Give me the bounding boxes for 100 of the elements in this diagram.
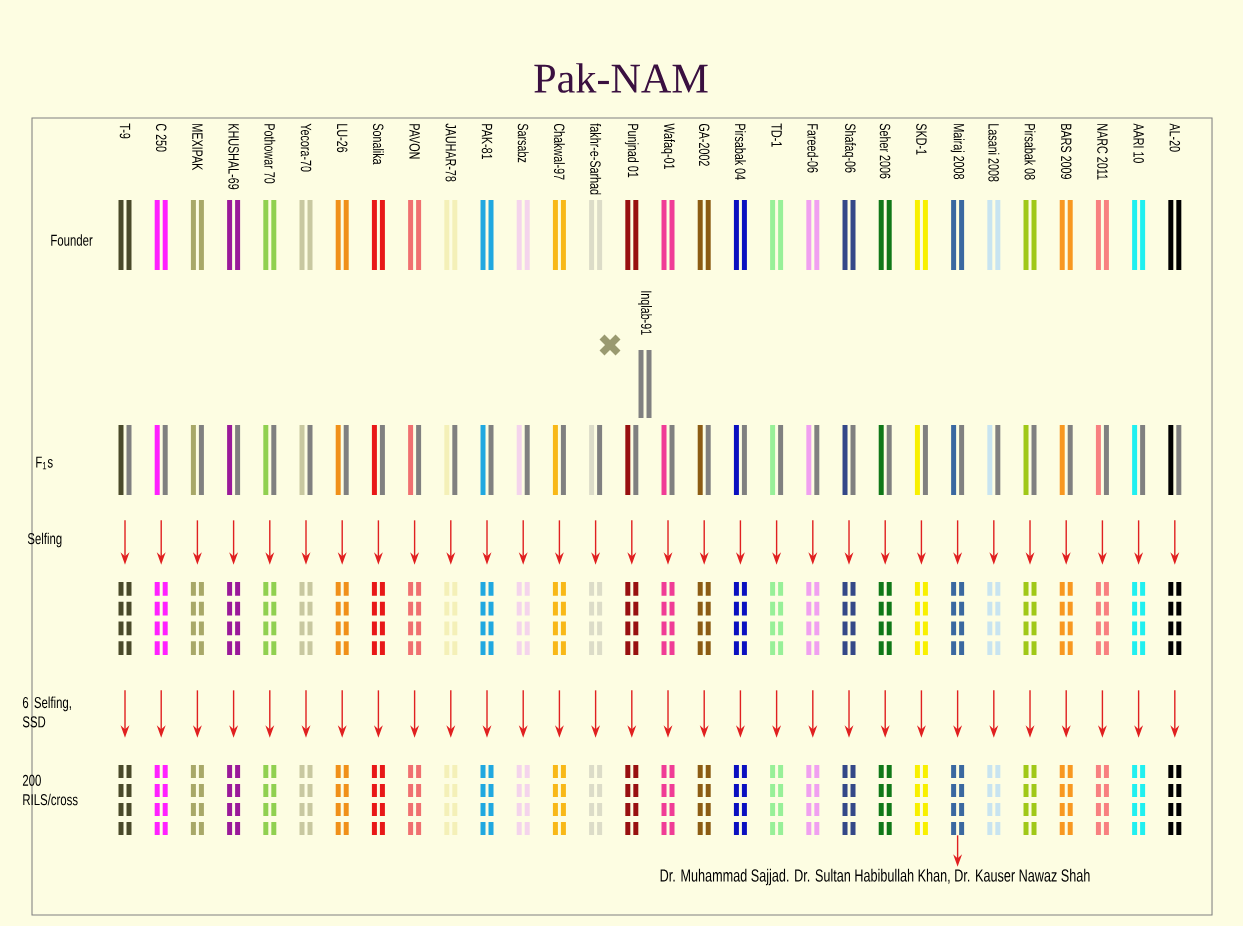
chromosome-pair [190, 425, 204, 495]
chromosome-pair [806, 582, 820, 655]
variety-label: PAVON [409, 124, 420, 159]
chromosome-pair [408, 765, 422, 835]
chromosome-pair [444, 425, 458, 495]
chromosome-pair [842, 765, 856, 835]
chromosome-pair [299, 765, 313, 835]
chromosome-pair [335, 425, 349, 495]
variety-label: T-9 [119, 123, 131, 139]
chromosome-pair [806, 765, 820, 835]
variety-label: Pirsabak 04 [734, 124, 746, 180]
chromosome-pair [733, 765, 747, 835]
chromosome-pair [1023, 765, 1037, 835]
variety-label: Yecora-70 [300, 123, 312, 172]
chromosome-pair [878, 765, 892, 835]
chromosome-pair [770, 765, 784, 835]
variety-label: Pirsabak 08 [1024, 124, 1036, 180]
chromosome-pair [154, 582, 168, 655]
chromosome-pair [335, 582, 349, 655]
chromosome-pair [408, 425, 422, 495]
chromosome-pair [914, 425, 928, 495]
chromosome-pair [154, 425, 168, 495]
variety-label: TD-1 [771, 123, 782, 147]
chromosome-pair [227, 425, 241, 495]
chromosome-pair [227, 582, 241, 655]
chromosome-pair [118, 425, 132, 495]
row-label: 200 RILS/cross [22, 774, 78, 806]
chromosome-pair [444, 582, 458, 655]
chromosome-pair [951, 582, 965, 655]
chromosome-pair [1132, 425, 1146, 495]
chromosome-pair [480, 582, 494, 655]
variety-label: Sonalika [372, 123, 384, 165]
chromosome-pair [987, 425, 1001, 495]
chromosome-pair [118, 582, 132, 655]
chromosome-pair [552, 582, 566, 655]
variety-label: Seher 2006 [879, 123, 891, 179]
chromosome-pair [914, 582, 928, 655]
chromosome-pair [1132, 765, 1146, 835]
chromosome-pair [190, 765, 204, 835]
chromosome-pair [1023, 425, 1037, 495]
chromosome-pair [1095, 582, 1109, 655]
variety-label: Lasani 2008 [988, 124, 1000, 182]
chromosome-pair [842, 582, 856, 655]
variety-label: LU-26 [336, 124, 348, 153]
variety-label: Punjnad 01 [624, 124, 639, 178]
chromosome-pair [1059, 425, 1073, 495]
variety-label: GA-2002 [698, 123, 710, 166]
chromosome-pair [299, 425, 313, 495]
chromosome-pair [806, 425, 820, 495]
row-label: F$_{1}$s [36, 456, 53, 470]
chromosome-pair [1095, 765, 1109, 835]
chromosome-pair [227, 765, 241, 835]
chromosome-pair [118, 765, 132, 835]
row-label: 6 Selfing, SSD [22, 696, 71, 728]
chromosome-pair [480, 765, 494, 835]
chromosome-pair [480, 425, 494, 495]
chromosome-pair [516, 425, 530, 495]
chromosome-pair [589, 582, 603, 655]
variety-label: fakhr-e-Sarhad [590, 123, 602, 195]
variety-label: NARC 2011 [1097, 124, 1108, 180]
title: Pak-NAM [534, 63, 708, 93]
chromosome-pair [625, 582, 639, 655]
chromosome-pair [625, 765, 639, 835]
chromosome-pair [263, 425, 277, 495]
chromosome-pair [697, 582, 711, 655]
chromosome-pair [299, 582, 313, 655]
chromosome-pair [552, 765, 566, 835]
chromosome-pair [371, 765, 385, 835]
chromosome-pair [951, 425, 965, 495]
chromosome-pair [1059, 765, 1073, 835]
chromosome-pair [878, 582, 892, 655]
variety-label: JAUHAR-78 [445, 123, 457, 182]
chromosome-pair [914, 765, 928, 835]
chromosome-pair [1059, 582, 1073, 655]
chromosome-pair [951, 765, 965, 835]
chromosome-pair [1168, 425, 1182, 495]
variety-label: PAK-81 [481, 124, 493, 160]
chromosome-pair [1168, 765, 1182, 835]
variety-label: C 250 [155, 123, 167, 152]
chromosome-pair [878, 425, 892, 495]
chromosome-pair [770, 425, 784, 495]
chromosome-pair [589, 425, 603, 495]
chromosome-pair [444, 765, 458, 835]
variety-label: KHUSHAL-69 [228, 124, 239, 190]
variety-label: AL-20 [1169, 123, 1181, 152]
chromosome-pair [190, 582, 204, 655]
chromosome-pair [987, 582, 1001, 655]
author-credit: Dr. Muhammad Sajjad. Dr. Sultan Habibullah Khan, Dr. Kauser Nawaz Shah [660, 868, 1090, 886]
chromosome-pair [371, 425, 385, 495]
chromosome-pair [1095, 425, 1109, 495]
variety-label: Inqlab-91 [638, 291, 652, 335]
chromosome-pair [1168, 582, 1182, 655]
chromosome-pair [770, 582, 784, 655]
chromosome-pair [842, 425, 856, 495]
variety-label: Mairaj 2008 [950, 124, 965, 180]
variety-label: Fareed-06 [807, 124, 819, 173]
chromosome-pair [408, 582, 422, 655]
row-label: Founder [51, 234, 93, 246]
chromosome-pair [516, 765, 530, 835]
chromosome-pair [697, 425, 711, 495]
